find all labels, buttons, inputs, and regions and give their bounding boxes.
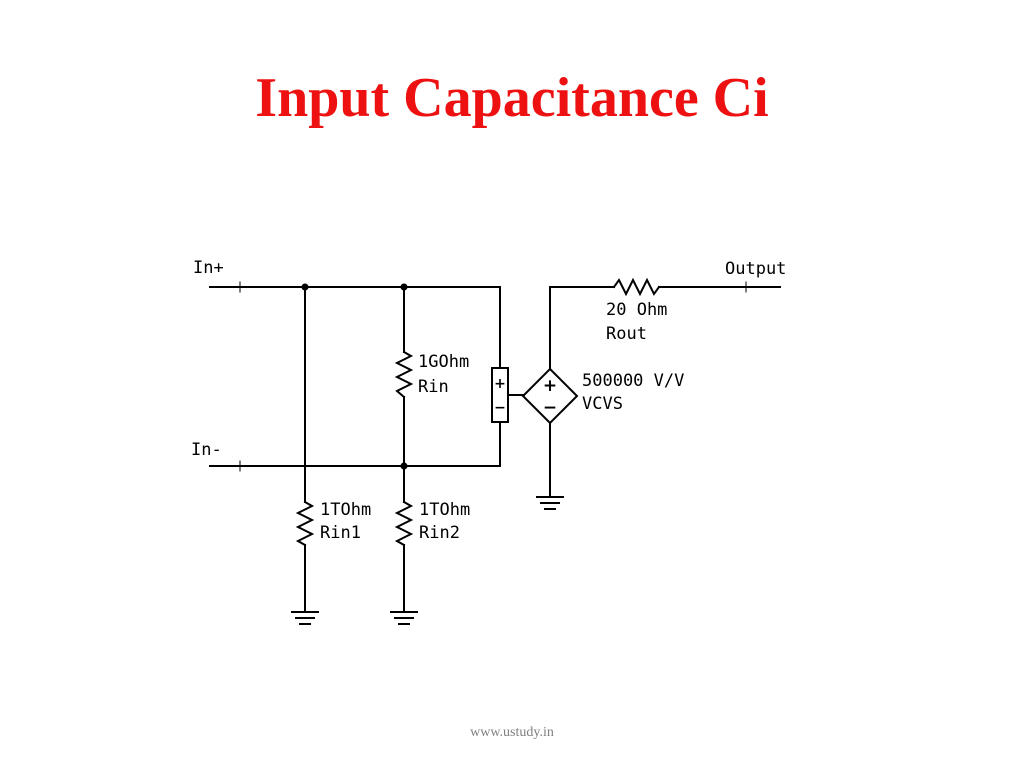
sense-minus-sign: − xyxy=(494,400,506,416)
output-label: Output xyxy=(725,259,786,279)
ground-rin1 xyxy=(291,611,319,625)
vcvs-minus-sign: − xyxy=(543,398,557,418)
rout-value-label: 20 Ohm xyxy=(606,300,667,320)
rout-name-label: Rout xyxy=(606,324,647,344)
rout-resistor xyxy=(612,277,661,297)
rin1-value-label: 1TOhm xyxy=(320,500,371,520)
vcvs-plus-sign: + xyxy=(543,376,557,396)
vcvs-gain-label: 500000 V/V xyxy=(582,371,684,391)
junction-dot xyxy=(400,462,408,470)
sense-plus-sign: + xyxy=(494,376,506,392)
rin2-name-label: Rin2 xyxy=(419,523,460,543)
rin-name-label: Rin xyxy=(418,377,449,397)
rin-resistor xyxy=(394,350,414,399)
rin2-resistor xyxy=(394,500,414,547)
rin2-value-label: 1TOhm xyxy=(419,500,470,520)
rin1-name-label: Rin1 xyxy=(320,523,361,543)
ground-vcvs xyxy=(536,496,564,510)
footer-url: www.ustudy.in xyxy=(470,725,554,740)
rin-value-label: 1GOhm xyxy=(418,352,469,372)
rin1-resistor xyxy=(295,500,315,547)
in-plus-label: In+ xyxy=(193,258,224,278)
junction-dot xyxy=(301,283,309,291)
slide-title: Input Capacitance Ci xyxy=(255,67,769,129)
junction-dot xyxy=(400,283,408,291)
in-minus-label: In- xyxy=(191,440,222,460)
vcvs-name-label: VCVS xyxy=(582,394,623,414)
ground-rin2 xyxy=(390,611,418,625)
